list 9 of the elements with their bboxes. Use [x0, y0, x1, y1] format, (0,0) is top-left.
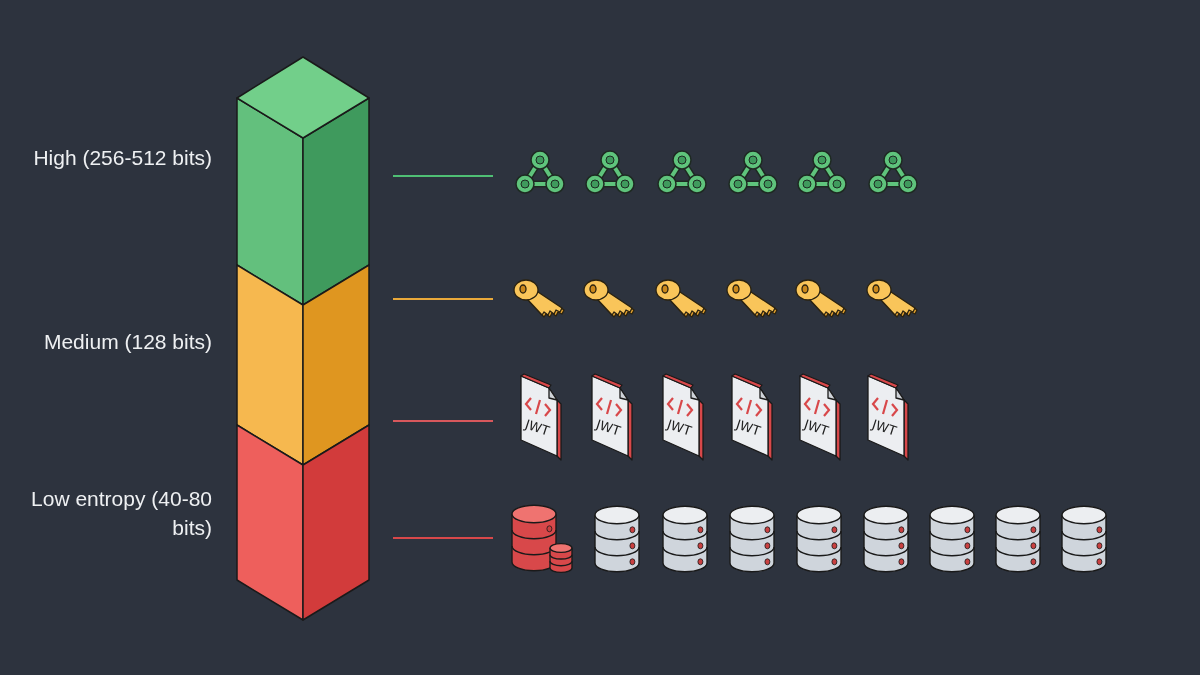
tier-label: Medium (128 bits)	[42, 329, 212, 355]
file-type-label: JWT	[802, 416, 831, 439]
file-type-label: JWT	[665, 416, 694, 439]
tier-label: Low entropy (40-80 bits)	[30, 486, 212, 541]
file-type-label: JWT	[734, 416, 763, 439]
file-type-label: JWT	[523, 416, 552, 439]
file-type-label: JWT	[594, 416, 623, 439]
tier-label: High (256-512 bits)	[32, 145, 212, 171]
file-type-label: JWT	[870, 416, 899, 439]
